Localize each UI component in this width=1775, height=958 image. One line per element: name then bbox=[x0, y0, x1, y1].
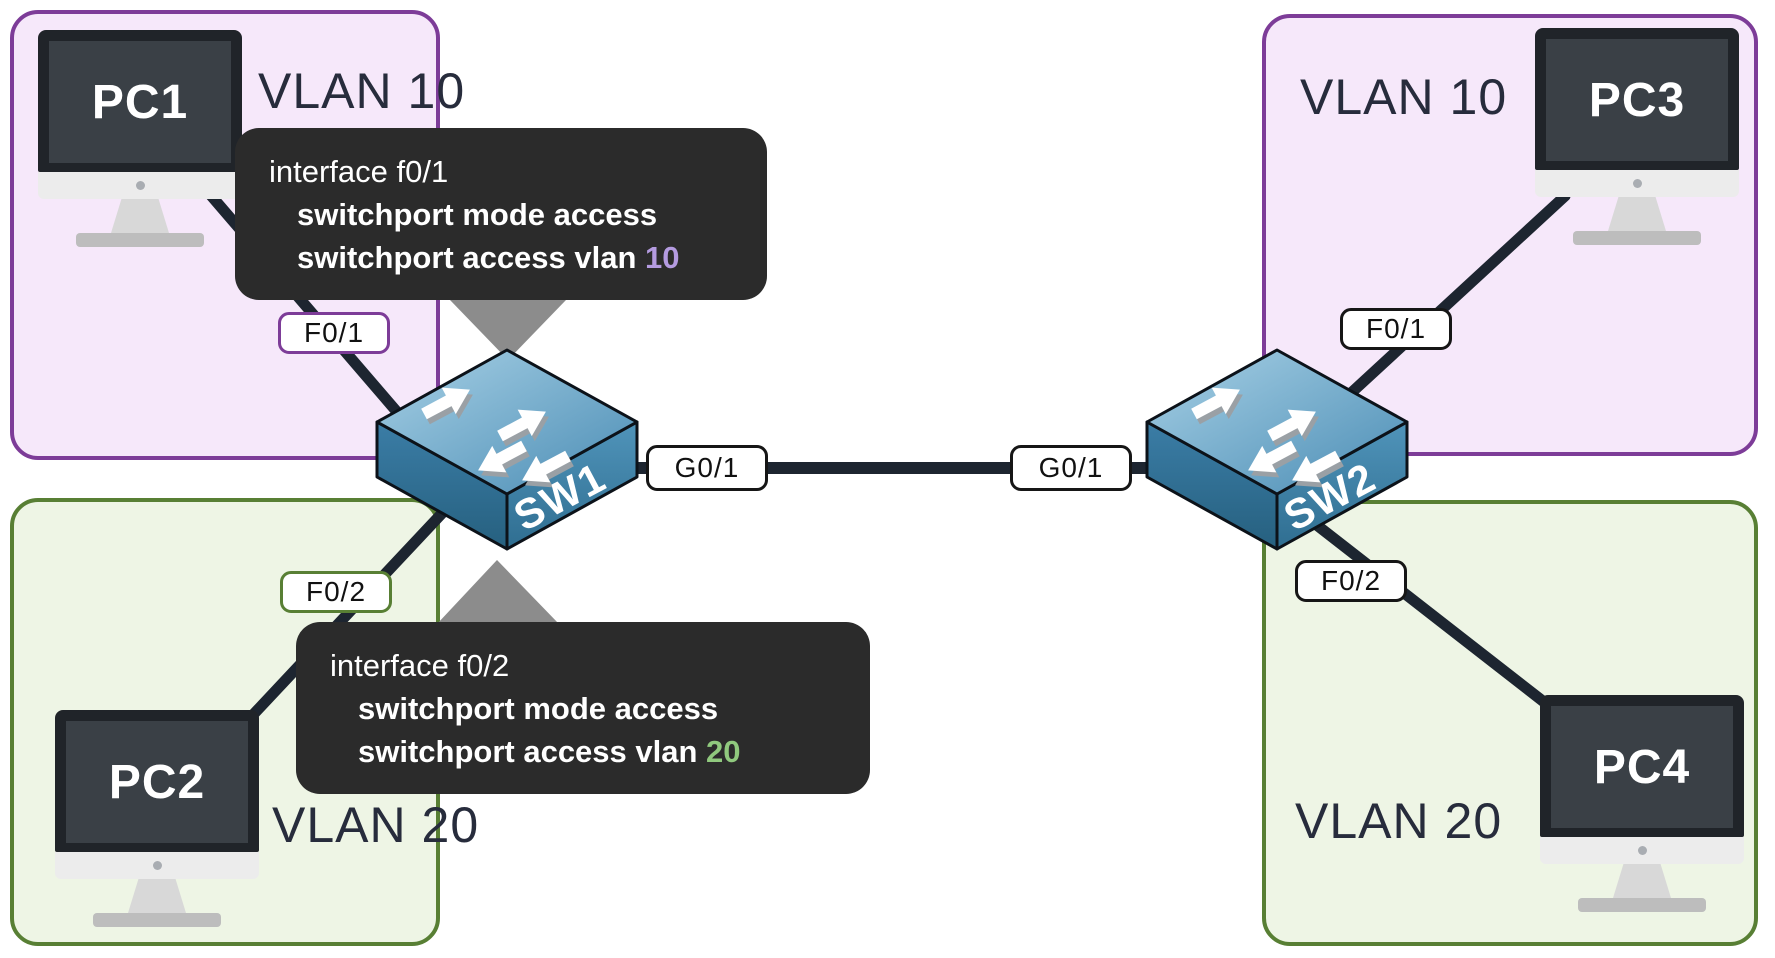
port-label-text: F0/1 bbox=[303, 317, 365, 348]
cli-access-vlan-prefix: switchport access vlan bbox=[297, 240, 646, 275]
port-label-text: F0/2 bbox=[305, 576, 367, 607]
pc1-label: PC1 bbox=[91, 75, 189, 129]
pc-base bbox=[76, 233, 204, 247]
pc-base bbox=[1573, 231, 1701, 245]
pc-stand bbox=[1608, 197, 1666, 231]
pc4-monitor: PC4 bbox=[1540, 695, 1744, 837]
camera-dot-icon bbox=[1637, 846, 1647, 855]
pc4-label: PC4 bbox=[1593, 740, 1691, 794]
pc1-monitor: PC1 bbox=[38, 30, 242, 172]
pc4-screen: PC4 bbox=[1551, 706, 1733, 828]
vlan20-number: 20 bbox=[706, 734, 741, 769]
camera-dot-icon bbox=[135, 181, 145, 190]
port-label-sw2-g01: G0/1 bbox=[1010, 445, 1132, 491]
callout-funnel-top bbox=[450, 300, 566, 360]
pc3-label: PC3 bbox=[1588, 73, 1686, 127]
cli-mode-access-line: switchport mode access bbox=[297, 197, 658, 232]
port-label-text: F0/1 bbox=[1365, 313, 1427, 344]
pc-chin bbox=[55, 852, 259, 879]
pc2-monitor: PC2 bbox=[55, 710, 259, 852]
pc-stand bbox=[128, 879, 186, 913]
switch-sw1-icon: SW1 bbox=[375, 348, 639, 551]
cable-sw2-pc4 bbox=[1294, 506, 1568, 722]
camera-dot-icon bbox=[1632, 179, 1642, 188]
pc-stand bbox=[111, 199, 169, 233]
pc1-screen: PC1 bbox=[49, 41, 231, 163]
config-callout-f02: interface f0/2 switchport mode access sw… bbox=[296, 622, 870, 794]
pc-base bbox=[1578, 898, 1706, 912]
cli-access-vlan-prefix: switchport access vlan bbox=[358, 734, 707, 769]
pc-chin bbox=[1535, 170, 1739, 197]
port-label-sw2-f01: F0/1 bbox=[1340, 308, 1452, 350]
port-label-sw1-f02: F0/2 bbox=[280, 571, 392, 613]
config-callout-f01: interface f0/1 switchport mode access sw… bbox=[235, 128, 767, 300]
cli-mode-access-line: switchport mode access bbox=[358, 691, 719, 726]
pc-base bbox=[93, 913, 221, 927]
vlan10-label-top-left: VLAN 10 bbox=[258, 63, 466, 119]
pc3-screen: PC3 bbox=[1546, 39, 1728, 161]
vlan10-number: 10 bbox=[645, 240, 680, 275]
port-label-sw2-f02: F0/2 bbox=[1295, 560, 1407, 602]
port-label-text: G0/1 bbox=[1038, 452, 1104, 483]
pc2-screen: PC2 bbox=[66, 721, 248, 843]
cli-access-vlan-line: switchport access vlan 20 bbox=[330, 730, 842, 773]
vlan10-label-top-right: VLAN 10 bbox=[1300, 69, 1508, 125]
vlan20-label-bottom-left: VLAN 20 bbox=[272, 797, 480, 853]
pc2-label: PC2 bbox=[108, 755, 206, 809]
vlan20-label-bottom-right: VLAN 20 bbox=[1295, 793, 1503, 849]
callout-funnel-bottom bbox=[437, 560, 559, 624]
cli-access-vlan-line: switchport access vlan 10 bbox=[269, 236, 739, 279]
pc1-computer: PC1 bbox=[38, 30, 242, 247]
pc-stand bbox=[1613, 864, 1671, 898]
pc4-computer: PC4 bbox=[1540, 695, 1744, 912]
pc3-monitor: PC3 bbox=[1535, 28, 1739, 170]
camera-dot-icon bbox=[152, 861, 162, 870]
port-label-sw1-f01: F0/1 bbox=[278, 312, 390, 354]
cli-interface-line: interface f0/1 bbox=[269, 154, 449, 189]
port-label-sw1-g01: G0/1 bbox=[646, 445, 768, 491]
pc-chin bbox=[38, 172, 242, 199]
cli-interface-line: interface f0/2 bbox=[330, 648, 510, 683]
pc2-computer: PC2 bbox=[55, 710, 259, 927]
port-label-text: G0/1 bbox=[674, 452, 740, 483]
pc-chin bbox=[1540, 837, 1744, 864]
port-label-text: F0/2 bbox=[1320, 565, 1382, 596]
switch-sw2-icon: SW2 bbox=[1145, 348, 1409, 551]
pc3-computer: PC3 bbox=[1535, 28, 1739, 245]
